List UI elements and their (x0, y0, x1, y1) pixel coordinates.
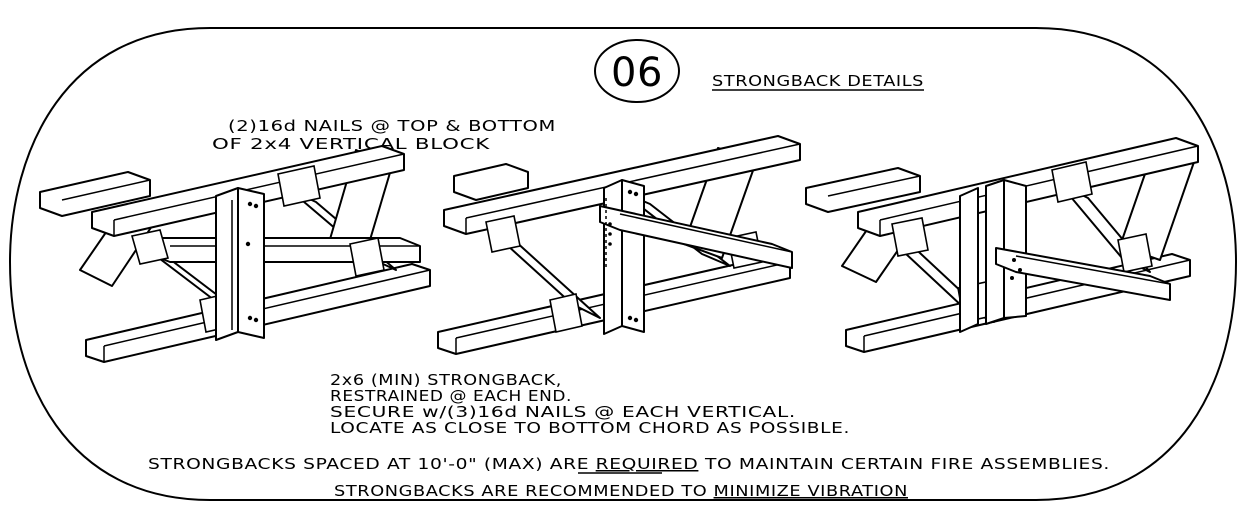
truss-detail-middle (437, 135, 801, 355)
footer-line-1-suffix: TO MAINTAIN CERTAIN FIRE ASSEMBLIES. (698, 455, 1110, 473)
strongback-note-line-2: RESTRAINED @ EACH END. (330, 387, 572, 405)
strongback-note-line-1: 2x6 (MIN) STRONGBACK, (330, 371, 562, 389)
strongback-note-line-4: LOCATE AS CLOSE TO BOTTOM CHORD AS POSSI… (330, 419, 850, 437)
footer-line-2-prefix: STRONGBACKS ARE RECOMMENDED TO (334, 482, 714, 500)
strongback-note: 2x6 (MIN) STRONGBACK, RESTRAINED @ EACH … (330, 371, 850, 437)
footer-line-2-emphasis: MINIMIZE VIBRATION (714, 482, 908, 500)
detail-number: 06 (611, 50, 663, 96)
detail-number-bubble (594, 39, 680, 103)
strongback-note-line-3: SECURE w/(3)16d NAILS @ EACH VERTICAL. (330, 403, 796, 421)
footer-line-2: STRONGBACKS ARE RECOMMENDED TO MINIMIZE … (334, 482, 908, 500)
footer-notes: STRONGBACKS SPACED AT 10'-0" (MAX) ARE R… (148, 455, 1110, 501)
detail-title: STRONGBACK DETAILS (712, 72, 924, 90)
truss-detail-left (39, 145, 431, 363)
footer-line-1: STRONGBACKS SPACED AT 10'-0" (MAX) ARE R… (148, 455, 1110, 473)
nails-note-line-1: (2)16d NAILS @ TOP & BOTTOM (228, 117, 556, 135)
nails-note: (2)16d NAILS @ TOP & BOTTOM OF 2x4 VERTI… (212, 117, 556, 153)
detail-header: 06 STRONGBACK DETAILS (594, 39, 924, 103)
footer-line-1-emphasis: REQUIRED (596, 455, 699, 473)
nails-note-line-2: OF 2x4 VERTICAL BLOCK (212, 135, 491, 153)
oval-border (9, 27, 1237, 501)
truss-detail-right (805, 137, 1199, 353)
footer-line-1-prefix: STRONGBACKS SPACED AT 10'-0" (MAX) ARE (148, 455, 596, 473)
